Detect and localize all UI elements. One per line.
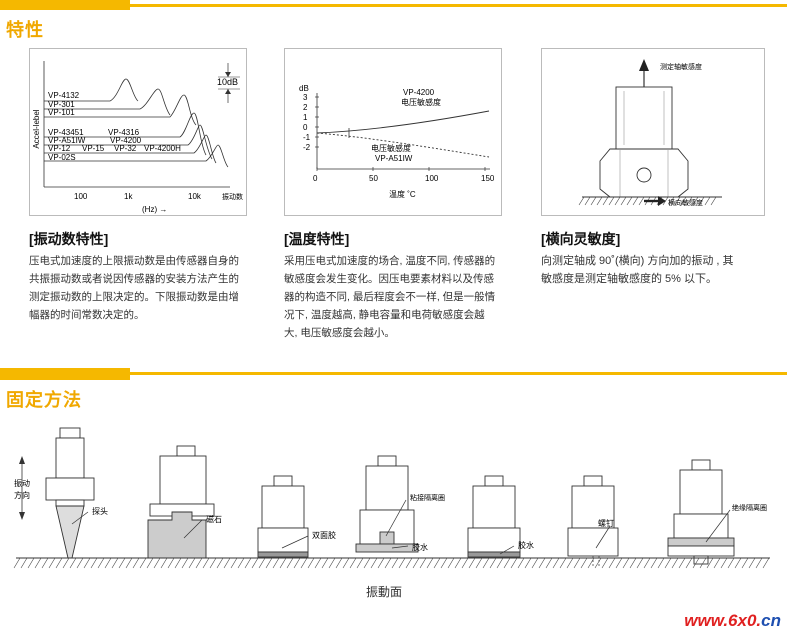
- caption-temperature-text: 采用压电式加速度的场合, 温度不同, 传感器的敏感度会发生变化。因压电要素材料以…: [284, 255, 496, 339]
- label-double-tape: 双面胶: [312, 530, 336, 540]
- temp-ytick-5: -2: [303, 143, 311, 152]
- series1-desc: 电压敏感度: [401, 97, 441, 107]
- label-insulating-ring: 绝缘隔离圈: [732, 503, 767, 512]
- model-label-2: VP-101: [48, 108, 75, 117]
- freq-xlabel: (Hz) →: [142, 205, 167, 214]
- sensor-body: [615, 86, 673, 150]
- model-label-10: VP-4200H: [144, 144, 181, 153]
- temp-xtick-0: 0: [313, 174, 318, 183]
- label-isolation-adhesive: 粘接隔离圈: [410, 493, 445, 502]
- features-heading: 特性: [6, 20, 44, 40]
- cross-sensitivity-diagram: 测定轴敏感度 横向敏感度: [578, 59, 722, 207]
- series-vp4200-line: [316, 110, 490, 134]
- response-curve-3: [44, 112, 207, 156]
- direction-label-2: 方向: [14, 490, 30, 500]
- freq-ylabel: Accel-lebel: [32, 109, 41, 148]
- response-curve-1: [44, 88, 171, 116]
- model-label-7: VP-12: [48, 144, 71, 153]
- cross-axis-arrow: [658, 196, 666, 206]
- caption-temperature-title: [温度特性]: [284, 231, 350, 247]
- mid-accent-bar: [0, 368, 787, 380]
- cross-axis-label: 横向敏感度: [668, 198, 703, 207]
- model-label-4: VP-4316: [108, 128, 140, 137]
- label-screw: 螺钉: [598, 518, 614, 528]
- temp-xtick-2: 100: [425, 174, 439, 183]
- site-watermark: www.6x0.cn: [684, 611, 781, 630]
- model-label-1: VP-301: [48, 100, 75, 109]
- temp-xtick-3: 150: [481, 174, 495, 183]
- series-vpa51iw-line: [316, 132, 490, 158]
- mounting-heading: 固定方法: [6, 390, 82, 410]
- model-label-11: VP-02S: [48, 153, 76, 162]
- response-curve-0: [44, 78, 139, 102]
- temp-xticks: 0 50 100 150: [313, 167, 495, 183]
- temp-ytick-2: 1: [303, 113, 308, 122]
- vibration-surface-label: 振動面: [366, 585, 403, 599]
- xtick-100: 100: [74, 192, 88, 201]
- temp-ytick-0: 3: [303, 93, 308, 102]
- label-glue-2: 胶水: [518, 540, 534, 550]
- model-label-9: VP-32: [114, 144, 137, 153]
- direction-label-1: 振动: [14, 478, 30, 488]
- caption-frequency-title: [振动数特性]: [29, 231, 109, 247]
- model-label-6: VP-4200: [110, 136, 142, 145]
- label-probe: 探头: [92, 506, 108, 516]
- caption-frequency-text: 压电式加速度的上限振动数是由传感器自身的共振振动数或者说因传感器的安装方法产生的…: [29, 255, 239, 321]
- temp-ytick-1: 2: [303, 103, 308, 112]
- series2-desc: 电压敏感度: [371, 143, 411, 153]
- caption-cross-text: 向测定轴成 90˚(横向) 方向加的振动 , 其敏感度是测定轴敏感度的 5% 以…: [541, 255, 734, 285]
- top-accent-bar: [0, 0, 787, 10]
- xtick-1k: 1k: [124, 192, 133, 201]
- temp-yunit: dB: [299, 84, 309, 93]
- caption-cross-title: [横向灵敏度]: [541, 231, 621, 247]
- model-label-8: VP-15: [82, 144, 105, 153]
- xtick-10k: 10k: [188, 192, 202, 201]
- response-curves: [44, 78, 229, 168]
- main-axis-arrow: [639, 59, 649, 71]
- main-axis-label: 测定轴敏感度: [660, 62, 702, 71]
- temp-xlabel: 温度 ˚C: [389, 189, 416, 199]
- response-curve-4: [44, 124, 213, 160]
- series2-name: VP-A51IW: [375, 154, 413, 163]
- scale-label: 10dB: [217, 77, 238, 87]
- response-curve-6: [44, 144, 229, 168]
- series1-name: VP-4200: [403, 88, 435, 97]
- cross-sensitivity-panel: 测定轴敏感度 横向敏感度: [541, 48, 765, 216]
- x-unit: 振动数: [222, 192, 243, 201]
- label-glue-1: 胶水: [412, 542, 428, 552]
- model-label-0: VP-4132: [48, 91, 80, 100]
- temp-xtick-1: 50: [369, 174, 378, 183]
- label-magnet: 磁石: [206, 514, 222, 524]
- model-label-5: VP-A51IW: [48, 136, 86, 145]
- temp-ytick-3: 0: [303, 123, 308, 132]
- mounting-methods-diagram: 振动 方向 探头 磁石 双面胶 粘接隔离圈 胶水 胶水 螺钉 绝缘隔离圈: [13, 427, 770, 569]
- frequency-chart: Accel-lebel 10dB VP-4132VP-301VP-101VP-4…: [32, 61, 243, 214]
- model-label-3: VP-43451: [48, 128, 84, 137]
- temp-ytick-4: -1: [303, 133, 311, 142]
